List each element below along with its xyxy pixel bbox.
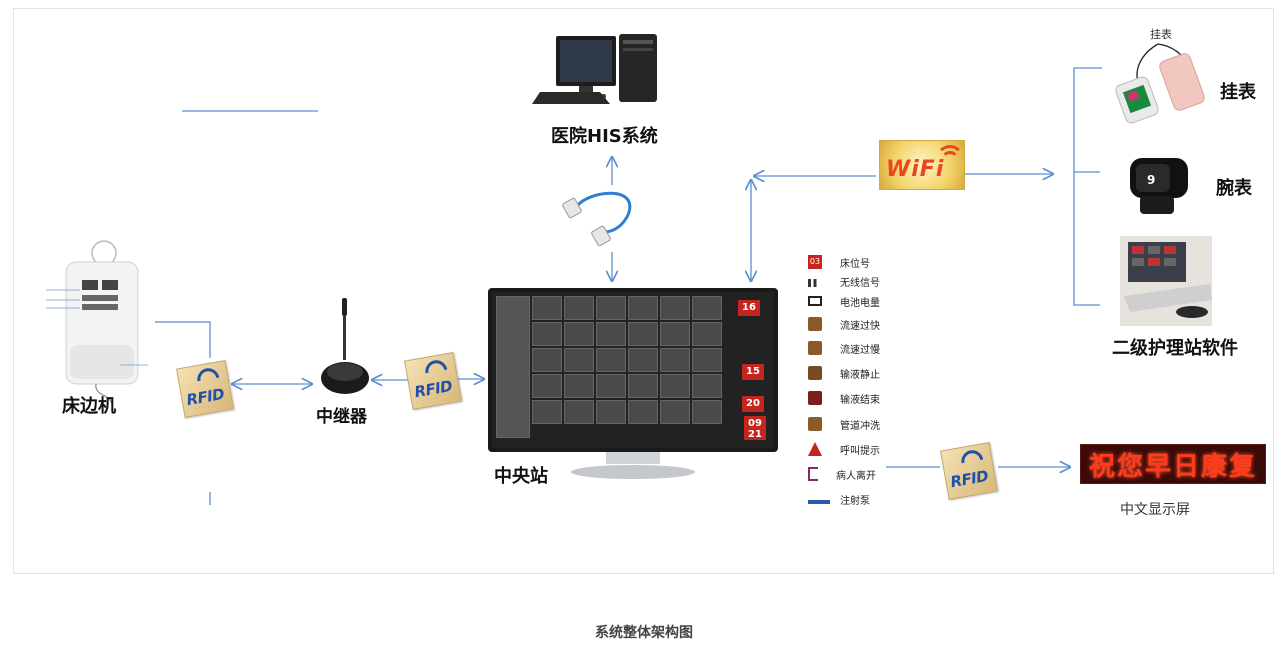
device-bracket [1073, 67, 1102, 306]
legend-item: 输液静止 [808, 365, 880, 381]
infusion-stopped-icon [808, 366, 822, 380]
bedside-device-icon [46, 240, 148, 405]
legend-item: 注射泵 [808, 491, 870, 507]
bedside-link [155, 321, 211, 358]
nurse-station-terminal-icon [1120, 236, 1212, 326]
legend-item: 电池电量 [808, 293, 880, 309]
pendant-watch-icon [1115, 43, 1205, 124]
rfid-tag-icon: RFID· · · · [404, 352, 462, 410]
wristwatch-label: 腕表 [1216, 178, 1252, 199]
legend-item: 03 床位号 [808, 255, 870, 270]
screen-number: 20 [742, 396, 764, 412]
network-cable-icon [562, 191, 632, 247]
infusion-finished-icon [808, 391, 822, 405]
central-station-monitor: 16 15 20 09 21 [488, 288, 778, 452]
patient-leave-icon [808, 467, 818, 481]
legend-item: 流速过快 [808, 316, 880, 332]
bed-number-icon: 03 [808, 255, 822, 269]
his-computer-icon [532, 34, 657, 104]
screen-number: 21 [744, 430, 766, 440]
syringe-pump-icon [808, 499, 830, 504]
pendant-label: 挂表 [1220, 82, 1256, 103]
legend-item: 无线信号 [808, 273, 880, 289]
pipe-flush-icon [808, 417, 822, 431]
display-label: 中文显示屏 [1120, 502, 1190, 518]
rfid-tag-icon: RFID· · · · [176, 360, 234, 418]
his-label: 医院HIS系统 [551, 126, 658, 147]
pendant-tag-label: 挂表 [1150, 28, 1172, 41]
led-display-screen: 祝您早日康复 [1080, 444, 1266, 484]
wifi-badge: WiFi [879, 140, 965, 190]
legend-item: 输液结束 [808, 390, 880, 406]
bedside-label: 床边机 [62, 396, 116, 417]
legend-item: 呼叫提示 [808, 441, 880, 457]
wireless-signal-icon [808, 279, 822, 287]
relay-antenna-icon [321, 298, 369, 394]
battery-icon [808, 296, 822, 306]
relay-label: 中继器 [316, 407, 367, 427]
call-bell-icon [808, 442, 822, 456]
screen-number: 16 [738, 300, 760, 316]
flow-fast-icon [808, 317, 822, 331]
svg-text:9: 9 [1147, 173, 1155, 187]
legend-item: 流速过慢 [808, 340, 880, 356]
rfid-tag-icon: RFID· · · · [940, 442, 998, 500]
screen-number: 09 [744, 416, 766, 432]
central-label: 中央站 [494, 466, 548, 487]
nurse-station-label: 二级护理站软件 [1112, 338, 1238, 359]
screen-number: 15 [742, 364, 764, 380]
legend-item: 病人离开 [808, 466, 876, 482]
figure-caption: 系统整体架构图 [595, 625, 693, 641]
legend-item: 管道冲洗 [808, 416, 880, 432]
wristwatch-icon: 9 [1130, 158, 1188, 214]
flow-slow-icon [808, 341, 822, 355]
